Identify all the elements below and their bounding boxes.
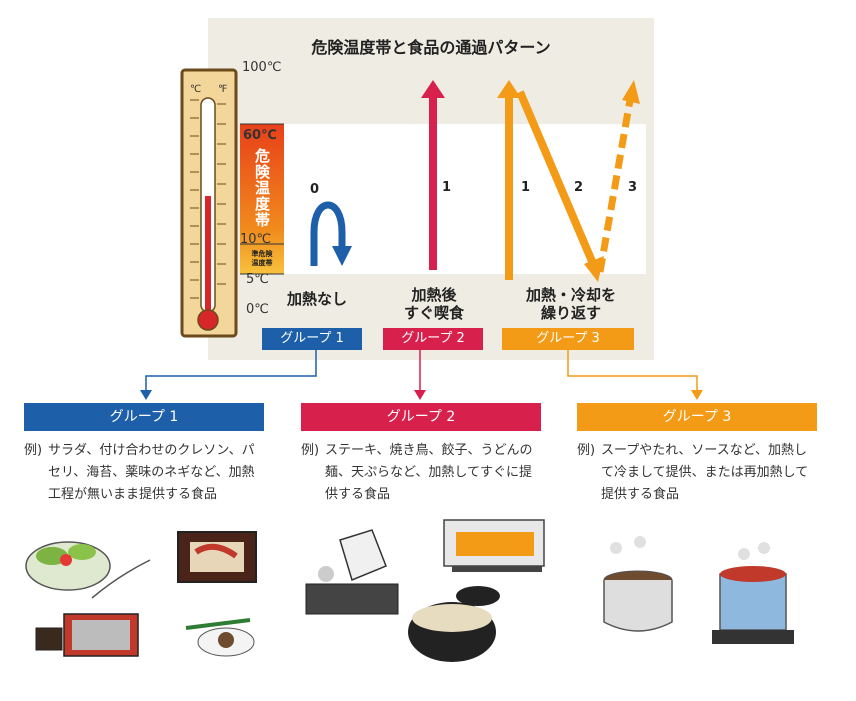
pattern-3-caption: 加熱・冷却を 繰り返す [525,286,616,322]
group-3-band: グループ 3 [577,403,817,431]
group-3-description: 例) スープやたれ、ソースなど、加熱し て冷まして提供、または再加熱して 提供す… [577,443,809,502]
boiling-pot-icon [712,542,794,644]
sashimi-box-icon [177,531,257,583]
group-1-description: 例) サラダ、付け合わせのクレソン、パ セリ、海苔、薬味のネギなど、加熱 工程が… [24,443,255,502]
pattern-3-number-2: 2 [574,180,584,195]
miso-soup-icon [408,586,500,662]
grill-icon [305,529,399,615]
pattern-3-arrows [497,80,640,282]
pattern-0-number: 0 [310,182,320,197]
celsius-unit: ℃ [190,84,201,95]
pattern-3-number-1: 1 [521,180,531,195]
temp-label-100: 100℃ [242,60,282,75]
pattern-0-caption: 加熱なし [286,290,347,308]
temp-label-10: 10℃ [240,232,272,247]
pattern-1-arrow [421,80,445,270]
temp-label-60: 60℃ [243,128,277,143]
pattern-1-number: 1 [442,180,452,195]
temp-label-0: 0℃ [246,302,269,317]
pattern-1-caption: 加熱後 すぐ喫食 [403,286,464,322]
thermometer-icon: ℃ ℉ [180,68,238,338]
panel-title: 危険温度帯と食品の通過パターン [311,38,551,57]
pattern-3-number-3: 3 [628,180,638,195]
semi-danger-label: 準危険 温度帯 [251,250,273,267]
group-2-description: 例) ステーキ、焼き鳥、餃子、うどんの 麺、天ぷらなど、加熱してすぐに提 供する… [301,443,533,502]
group-2-tag: グループ 2 [383,328,483,350]
danger-zone-strip [240,124,284,274]
pattern-0-arrow [310,201,352,266]
temp-label-5: 5℃ [246,272,269,287]
hand-garnish-icon [35,559,151,657]
group-2-band: グループ 2 [301,403,541,431]
danger-zone-label: 危険温度帯 [253,148,271,228]
group-1-tag: グループ 1 [262,328,362,350]
toaster-oven-icon [443,519,545,572]
garnish-plate-icon [185,618,255,657]
salad-icon [25,541,111,591]
soup-pot-icon [603,536,673,632]
group-1-band: グループ 1 [24,403,264,431]
group-3-tag: グループ 3 [502,328,634,350]
fahrenheit-unit: ℉ [218,84,228,95]
